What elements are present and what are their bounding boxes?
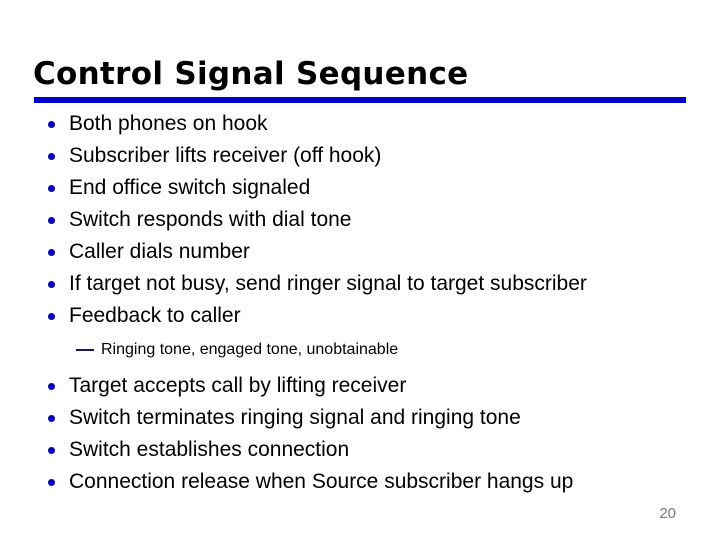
bullet-dot-icon — [48, 121, 55, 128]
list-item-label: Both phones on hook — [69, 112, 268, 135]
bullet-dot-icon — [48, 185, 55, 192]
page-title: Control Signal Sequence — [33, 56, 469, 92]
bullet-dot-icon — [48, 447, 55, 454]
list-item: Target accepts call by lifting receiver — [33, 370, 693, 402]
list-item: End office switch signaled — [33, 172, 693, 204]
body-content: Both phones on hook Subscriber lifts rec… — [33, 108, 693, 498]
page-number: 20 — [659, 505, 676, 522]
list-item-label: Feedback to caller — [69, 304, 241, 327]
list-item-label: Switch establishes connection — [69, 438, 350, 461]
list-item-label: Switch responds with dial tone — [69, 208, 352, 231]
list-item-label: Switch terminates ringing signal and rin… — [69, 406, 521, 429]
sub-list-item: Ringing tone, engaged tone, unobtainable — [33, 336, 693, 364]
list-item-label: Connection release when Source subscribe… — [69, 470, 574, 493]
bullet-dot-icon — [48, 313, 55, 320]
bullet-list-group-two: Target accepts call by lifting receiver … — [33, 370, 693, 498]
bullet-dot-icon — [48, 415, 55, 422]
bullet-dot-icon — [48, 217, 55, 224]
list-item-label: End office switch signaled — [69, 176, 311, 199]
bullet-dot-icon — [48, 249, 55, 256]
list-item: Caller dials number — [33, 236, 693, 268]
list-item-label: If target not busy, send ringer signal t… — [69, 272, 587, 295]
list-item: Feedback to caller — [33, 300, 693, 332]
list-item: Switch responds with dial tone — [33, 204, 693, 236]
list-item: Switch establishes connection — [33, 434, 693, 466]
list-item: Switch terminates ringing signal and rin… — [33, 402, 693, 434]
title-block: Control Signal Sequence — [33, 56, 687, 92]
bullet-list-group-one: Both phones on hook Subscriber lifts rec… — [33, 108, 693, 332]
bullet-dot-icon — [48, 153, 55, 160]
list-item: Subscriber lifts receiver (off hook) — [33, 140, 693, 172]
list-item-label: Target accepts call by lifting receiver — [69, 374, 407, 397]
sub-bullet-list: Ringing tone, engaged tone, unobtainable — [33, 336, 693, 364]
sub-list-item-label: Ringing tone, engaged tone, unobtainable — [101, 341, 399, 358]
list-item: Connection release when Source subscribe… — [33, 466, 693, 498]
em-dash-icon — [76, 349, 94, 351]
bullet-dot-icon — [48, 383, 55, 390]
list-item-label: Subscriber lifts receiver (off hook) — [69, 144, 382, 167]
list-item: Both phones on hook — [33, 108, 693, 140]
list-item: If target not busy, send ringer signal t… — [33, 268, 693, 300]
list-item-label: Caller dials number — [69, 240, 250, 263]
title-underline-rule — [34, 97, 686, 103]
bullet-dot-icon — [48, 479, 55, 486]
bullet-dot-icon — [48, 281, 55, 288]
